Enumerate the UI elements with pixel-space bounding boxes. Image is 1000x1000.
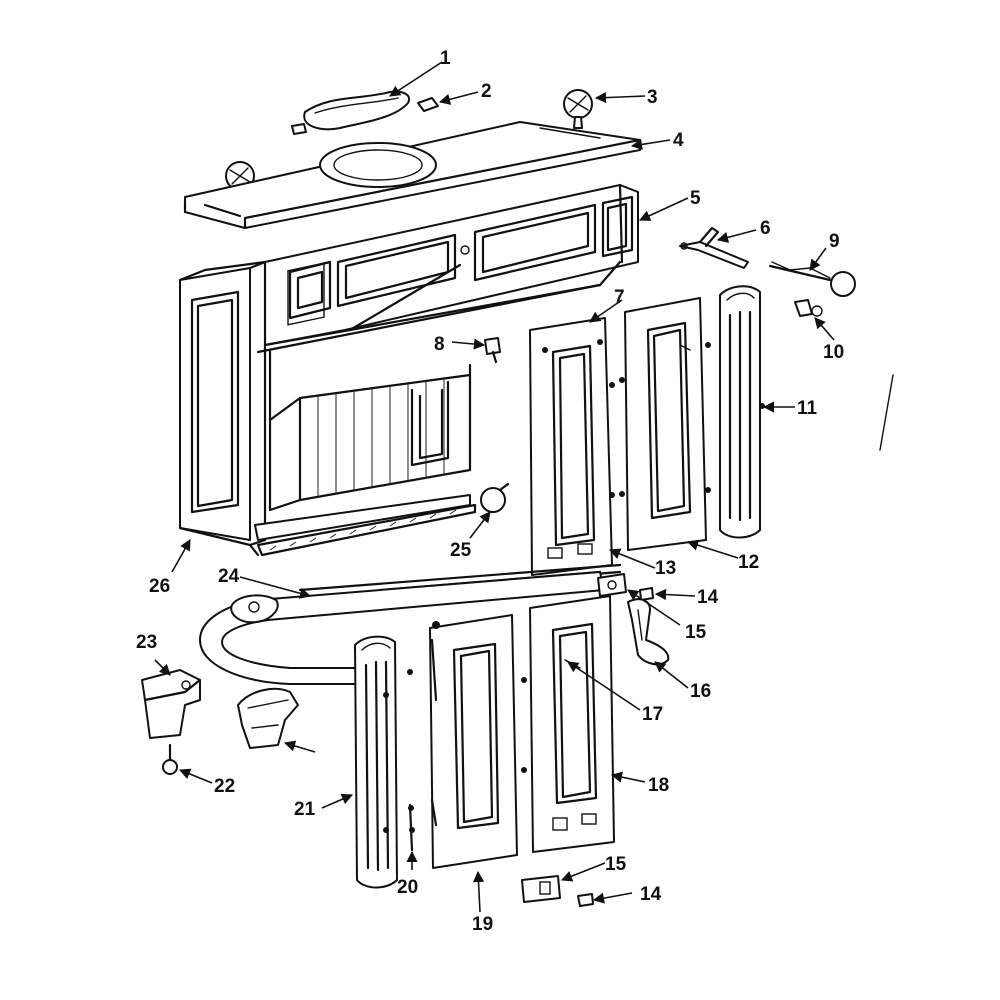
part-19-door-panel [429, 614, 518, 869]
callout-14-lower: 14 [640, 884, 662, 905]
callout-17: 17 [642, 704, 663, 725]
callout-4: 4 [673, 130, 684, 151]
callout-26: 26 [149, 576, 170, 597]
callout-15-lower: 15 [605, 854, 627, 875]
callout-15-upper: 15 [685, 622, 707, 643]
callout-9: 9 [829, 231, 840, 252]
callout-6: 6 [760, 218, 771, 239]
part-5-hood-frame [256, 183, 639, 354]
part-16-hinge-bracket [627, 598, 670, 666]
callout-20: 20 [397, 877, 418, 898]
leader-lines [154, 61, 835, 913]
part-20-hinge-pin [407, 669, 415, 852]
part-6-latch-rod [679, 226, 749, 269]
callout-21: 21 [294, 799, 316, 820]
part-15-bracket-lower [521, 875, 561, 903]
callout-11: 11 [797, 398, 818, 419]
callout-12: 12 [738, 552, 759, 573]
callout-24: 24 [218, 566, 240, 587]
callout-1: 1 [440, 48, 451, 69]
callout-18: 18 [648, 775, 669, 796]
part-14-screw-upper [639, 587, 654, 601]
part-2-clip [291, 97, 439, 135]
callout-labels: 1 2 3 4 5 6 7 8 9 10 11 12 13 14 14 15 1… [136, 48, 844, 935]
foot-bracket [237, 687, 299, 749]
callout-25: 25 [450, 540, 472, 561]
part-21-column [354, 635, 398, 889]
callout-8: 8 [434, 334, 445, 355]
part-22-bolt [162, 743, 178, 775]
callout-3: 3 [647, 87, 658, 108]
stray-mark [879, 374, 894, 451]
part-15-bracket-upper [597, 573, 627, 597]
part-8-screw [484, 337, 501, 364]
callout-10: 10 [823, 342, 844, 363]
part-24-base-rail [199, 571, 605, 685]
callout-5: 5 [690, 188, 701, 209]
part-3-knob [563, 89, 593, 129]
part-4-top-cover [183, 121, 642, 230]
part-23-leg-bracket [141, 669, 202, 739]
part-12-door-panel [619, 297, 711, 551]
part-25-knob [480, 482, 510, 513]
callout-23: 23 [136, 632, 157, 653]
callout-22: 22 [214, 776, 235, 797]
part-14-screw-lower [577, 893, 594, 907]
callout-13: 13 [655, 558, 676, 579]
part-26-firebox [178, 260, 477, 557]
part-11-column [719, 285, 765, 539]
part-1-gasket [303, 90, 410, 131]
part-18-door-panel [521, 595, 615, 853]
callout-2: 2 [481, 81, 492, 102]
callout-19: 19 [472, 914, 493, 935]
part-9-handle [768, 261, 856, 297]
part-7-door-panel [529, 317, 615, 576]
callout-16: 16 [690, 681, 711, 702]
part-10-clip [794, 299, 823, 317]
callout-7: 7 [614, 287, 625, 308]
callout-14-upper: 14 [697, 587, 719, 608]
